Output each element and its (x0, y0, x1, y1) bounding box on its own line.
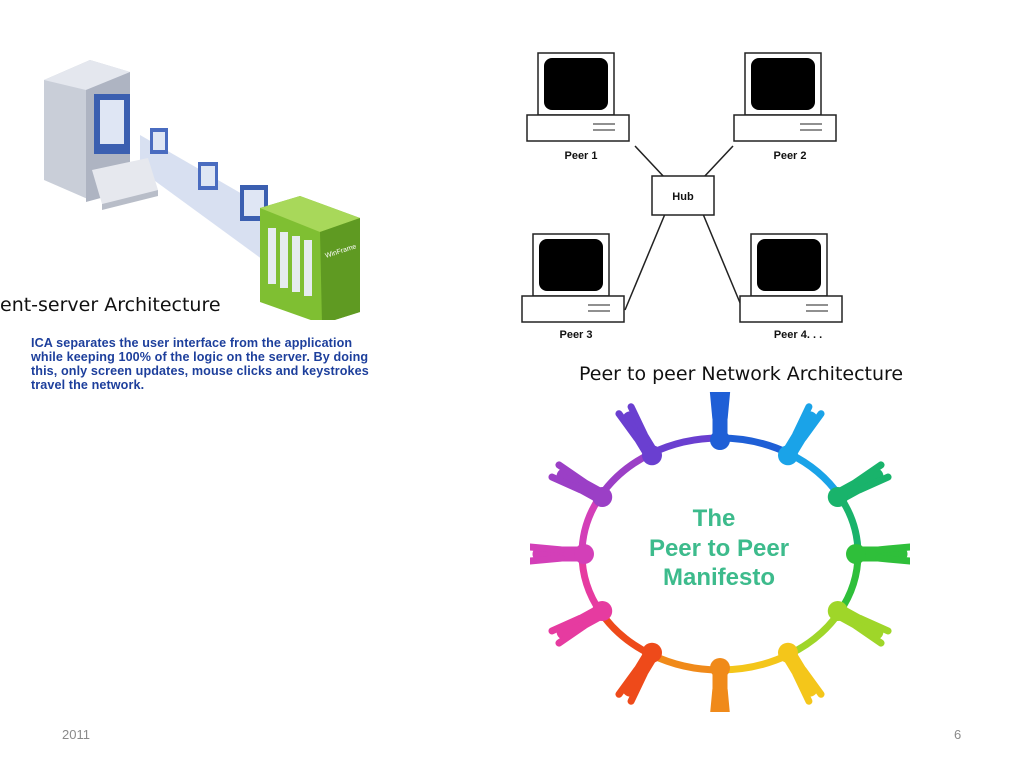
ring-arm-segment (716, 434, 793, 458)
person-figure-icon (710, 658, 730, 712)
winframe-server-icon: WinFrame (260, 196, 360, 320)
screen-frames (150, 128, 268, 221)
person-figure-icon (846, 543, 910, 565)
peer-3-computer-icon (521, 233, 625, 323)
hub-label: Hub (672, 191, 694, 203)
peer-2-label: Peer 2 (773, 150, 806, 162)
manifesto-title: The Peer to Peer Manifesto (649, 505, 789, 591)
slide-number: 6 (954, 727, 962, 742)
p2p-caption: Peer to peer Network Architecture (579, 363, 904, 385)
client-computer-icon (44, 60, 158, 210)
people-ring (530, 392, 910, 712)
manifesto-illustration: The Peer to Peer Manifesto (530, 392, 910, 712)
peer-1-label: Peer 1 (564, 150, 597, 162)
person-figure-icon (548, 461, 613, 507)
manifesto-line-2: Peer to Peer (649, 535, 789, 562)
person-figure-icon (615, 642, 662, 705)
peer-2-computer-icon (733, 52, 837, 142)
ring-arm-segment (716, 650, 793, 674)
manifesto-line-1: The (693, 505, 736, 532)
person-figure-icon (827, 461, 892, 507)
client-server-illustration: WinFrame (44, 60, 360, 320)
peer-4-label: Peer 4. . . (774, 329, 822, 341)
person-figure-icon (615, 403, 662, 466)
ica-description: ICA separates the user interface from th… (31, 336, 369, 392)
client-server-caption: ent-server Architecture (0, 294, 221, 316)
ring-arm-segment (647, 650, 724, 674)
person-figure-icon (778, 403, 825, 466)
person-figure-icon (778, 642, 825, 705)
ring-arm-segment (647, 434, 724, 458)
manifesto-line-3: Manifesto (663, 564, 775, 591)
peer-4-computer-icon (739, 233, 843, 323)
data-stream (140, 135, 270, 265)
footer-year: 2011 (62, 727, 90, 742)
peer-1-computer-icon (526, 52, 630, 142)
connection-lines (624, 145, 744, 311)
person-figure-icon (530, 543, 594, 565)
hub-box (651, 175, 715, 216)
person-figure-icon (827, 601, 892, 647)
peer-3-label: Peer 3 (559, 329, 592, 341)
person-figure-icon (709, 392, 731, 450)
p2p-network-diagram: Hub Peer 1 Peer 2 Peer 3 Peer 4. . . (521, 52, 843, 341)
person-figure-icon (548, 601, 613, 647)
